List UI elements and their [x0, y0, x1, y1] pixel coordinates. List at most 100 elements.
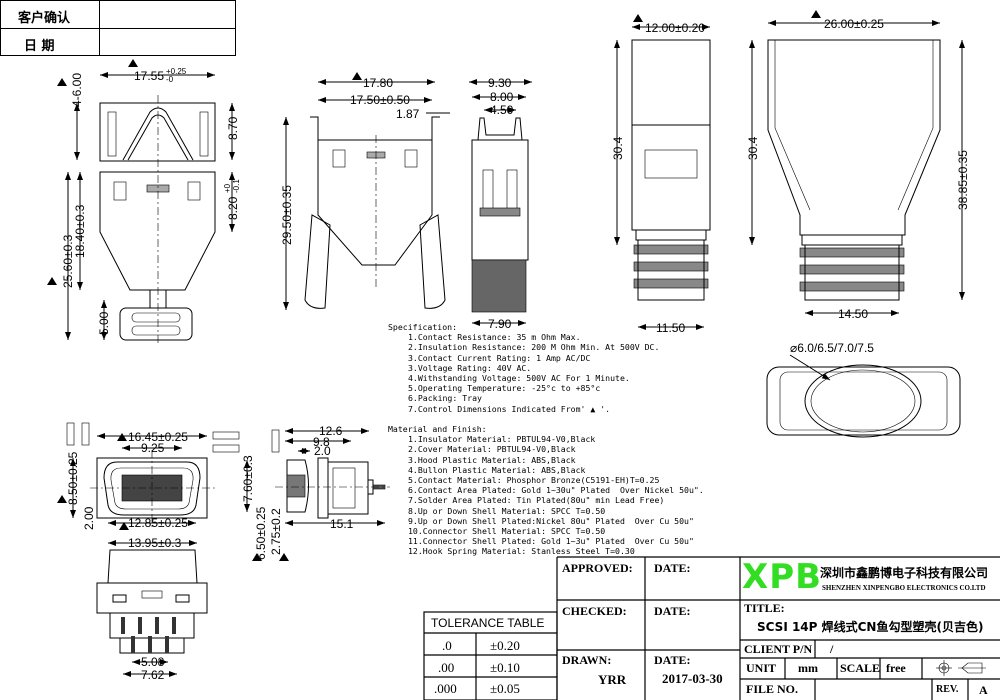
rev-label: REV. — [936, 684, 959, 695]
tolerance-digits: .000 — [434, 681, 457, 696]
dim-v1-holes: 4-6.00 — [70, 73, 84, 107]
dim-v3-w1: 9.30 — [488, 76, 512, 90]
dim-v8-w: 13.95±0.3 — [128, 536, 182, 550]
drawn-label: DRAWN: — [562, 653, 612, 667]
dim-v2-w2: 17.50±0.50 — [350, 93, 410, 107]
dim-v6-dia: ⌀6.0/6.5/7.0/7.5 — [790, 341, 874, 355]
drawn-by: YRR — [598, 672, 627, 687]
view-side-hook: 9.30 8.00 4.50 7.90 — [469, 76, 532, 331]
checked-date-label: DATE: — [654, 604, 691, 618]
dim-v7-w3: 12.85±0.25 — [128, 516, 188, 530]
spec-item: 2.Insulation Resistance: 200 M Ohm Min. … — [408, 342, 660, 353]
spec-heading: Specification: — [388, 322, 458, 332]
dim-v1-h2-tol-minus: -0.1 — [232, 179, 241, 193]
tolerance-digits: .00 — [438, 660, 455, 675]
view-connector-bottom: 13.95±0.3 5.08 7.62 — [96, 536, 208, 682]
dim-v5-h1: 30.4 — [746, 136, 760, 160]
tolerance-title: TOLERANCE TABLE — [431, 616, 545, 630]
spec-item: 5.Operating Temperature: -25°c to +85°c — [408, 383, 601, 394]
spec-item: 3.Contact Current Rating: 1 Amp AC/DC — [408, 352, 591, 363]
dim-v2-gap: 1.87 — [396, 107, 420, 121]
unit-value: mm — [798, 661, 818, 675]
view-cable-end: ⌀6.0/6.5/7.0/7.5 — [766, 341, 961, 438]
scale-label: SCALE — [840, 661, 881, 675]
dim-v7-w2: 9.25 — [141, 441, 165, 455]
dim-v8-p2: 7.62 — [141, 668, 165, 682]
date-value — [99, 28, 236, 56]
material-heading: Material and Finish: — [388, 424, 487, 434]
dim-v7-off: 2.00 — [82, 506, 96, 530]
dim-v4-h: 30.4 — [611, 136, 625, 160]
material-item: 3.Hood Plastic Material: ABS,Black — [408, 454, 576, 465]
dim-v1-body: 18.40±0.3 — [73, 204, 87, 258]
view-connector-side: 12.6 9.8 2.0 7.60±0.3 15.1 6.50±0.25 2.7… — [241, 424, 390, 561]
view-hood-front: 26.00±0.25 30.4 38.85±0.35 14.50 — [746, 10, 970, 321]
client-pn-label: CLIENT P/N — [744, 642, 813, 656]
material-item: 12.Hook Spring Material: Stanless Steel … — [408, 546, 635, 557]
dim-v3-w4: 7.90 — [488, 317, 512, 331]
dim-v2-w1: 17.80 — [363, 76, 393, 90]
tolerance-value: ±0.05 — [490, 681, 520, 696]
dim-v5-bottom: 14.50 — [838, 307, 868, 321]
view-hood-side: 12.00±0.20 30.4 11.50 — [611, 14, 711, 335]
dim-v9-d1: 6.50±0.25 — [254, 506, 268, 560]
title-label: TITLE: — [744, 601, 785, 615]
tolerance-digits: .0 — [442, 638, 452, 653]
date-label: 日 期 — [24, 39, 55, 54]
projection-symbol-icon — [936, 660, 986, 676]
dim-v7-h: 8.50±0.25 — [66, 451, 80, 505]
tolerance-value: ±0.20 — [490, 638, 520, 653]
spec-item: 4.Withstanding Voltage: 500V AC For 1 Mi… — [408, 372, 630, 383]
dim-v9-l4: 15.1 — [330, 517, 354, 531]
dim-v9-d2: 2.75±0.2 — [269, 508, 283, 555]
dim-v4-w: 12.00±0.20 — [645, 21, 705, 35]
customer-confirm-label: 客户确认 — [18, 11, 71, 26]
material-item: 1.Insulator Material: PBTUL94-V0,Black — [408, 434, 596, 445]
checked-label: CHECKED: — [562, 604, 627, 618]
dim-v4-bottom: 11.50 — [656, 321, 685, 335]
dim-v3-w2: 8.00 — [490, 90, 514, 104]
dim-v7-w1: 16.45±0.25 — [128, 430, 188, 444]
file-no-label: FILE NO. — [746, 682, 799, 696]
dim-v1-h2: 8.20 — [226, 196, 240, 220]
dim-v5-h2: 38.85±0.35 — [956, 150, 970, 210]
material-item: 11.Connector Shell Plated: Gold 1~3u" Pl… — [408, 536, 694, 547]
dim-v5-w: 26.00±0.25 — [824, 17, 884, 31]
title-block-grid — [423, 556, 1000, 700]
scale-value: free — [886, 661, 906, 675]
spec-item: 1.Contact Resistance: 35 m Ohm Max. — [408, 332, 581, 343]
view-connector-face: 16.45±0.25 9.25 8.50±0.25 2.00 12.85±0.2… — [57, 422, 240, 530]
drawn-date: 2017-03-30 — [662, 671, 723, 686]
view-front-hook: 17.80 17.50±0.50 1.87 29.50±0.35 — [280, 72, 450, 310]
drawn-date-label: DATE: — [654, 653, 691, 667]
unit-label: UNIT — [746, 661, 777, 675]
dim-v1-tail: 5.00 — [97, 311, 111, 335]
dim-tol-plus: +0.25 — [166, 67, 187, 76]
material-item: 6.Contact Area Plated: Gold 1~30u" Plate… — [408, 485, 704, 496]
approved-label: APPROVED: — [562, 561, 633, 575]
rev-value: A — [979, 683, 988, 697]
dim-tol-minus: -0 — [166, 75, 174, 84]
material-block: Material and Finish:1.Insulator Material… — [388, 424, 704, 556]
dim-v1-h2-tol-plus: +0 — [223, 183, 232, 193]
material-item: 8.Up or Down Shell Material: SPCC T=0.50 — [408, 505, 606, 516]
material-item: 5.Contact Material: Phosphor Bronze(C519… — [408, 474, 660, 485]
dim-v2-h: 29.50±0.35 — [280, 185, 294, 245]
spec-item: 6.Packing: Tray — [408, 393, 482, 404]
tolerance-value: ±0.10 — [490, 660, 520, 675]
company-name-en: SHENZHEN XINPENGBO ELECTRONICS CO.LTD — [822, 584, 986, 592]
dim-v1-h1: 8.70 — [226, 116, 240, 140]
spec-item: 7.Control Dimensions Indicated From' ▲ '… — [408, 403, 611, 414]
dim-v9-l2: 9.8 — [313, 435, 330, 449]
material-item: 2.Cover Material: PBTUL94-V0,Black — [408, 444, 576, 455]
dim-v9-h: 7.60±0.3 — [241, 455, 255, 502]
material-item: 7.Solder Area Plated: Tin Plated(80u" mi… — [408, 495, 665, 506]
company-logo: XPB — [742, 557, 823, 597]
dim-v1-total: 25.60±0.3 — [61, 234, 75, 288]
dim-v8-p1: 5.08 — [141, 655, 165, 669]
view-top-shell: 17.55 +0.25 -0 4-6.00 8.70 8.20 +0 -0.1 … — [47, 59, 241, 345]
dim-v9-l3: 2.0 — [314, 444, 331, 458]
approved-date-label: DATE: — [654, 561, 691, 575]
